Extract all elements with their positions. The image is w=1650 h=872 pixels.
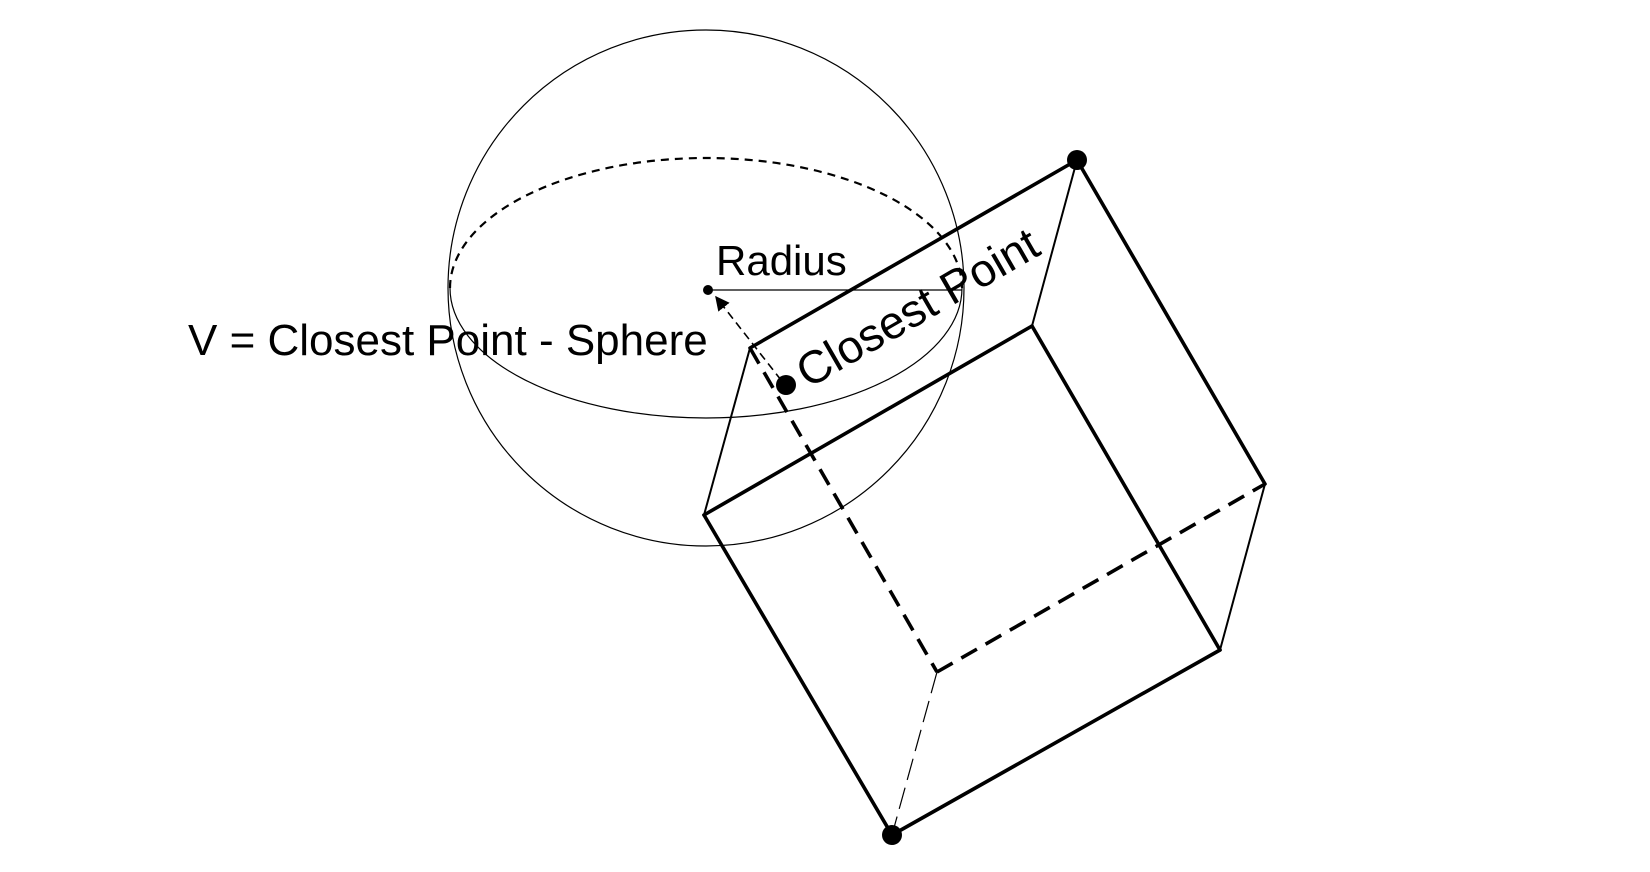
- radius-label: Radius: [716, 237, 847, 284]
- box-edge-bottom-1: [890, 648, 1222, 837]
- box-hidden-edge-2: [936, 482, 1266, 674]
- vector-formula-label: V = Closest Point - Sphere: [188, 316, 708, 365]
- box-edge-bottom-2: [1219, 483, 1266, 651]
- box-hidden-edge-3: [891, 671, 938, 836]
- box-edge-top-4: [703, 347, 751, 516]
- sphere-equator-front: [449, 287, 963, 419]
- sphere-center-dot: [703, 285, 713, 295]
- box-edge-top-3: [702, 324, 1034, 517]
- box-edge-side-2: [1030, 324, 1222, 652]
- box-hidden-edge-1: [748, 347, 939, 673]
- box-corner-bottom-dot: [882, 825, 902, 845]
- box-edge-side-1: [1075, 158, 1267, 486]
- closest-point-dot: [776, 375, 796, 395]
- vector-arrow: [715, 295, 782, 381]
- box: [702, 150, 1267, 845]
- box-corner-top-dot: [1067, 150, 1087, 170]
- sphere-outline: [447, 29, 965, 547]
- box-edge-side-3: [702, 513, 894, 837]
- sphere: [447, 29, 965, 547]
- box-edge-top-1: [748, 158, 1079, 350]
- sphere-equator-back: [448, 156, 964, 289]
- box-edge-top-2: [1031, 159, 1078, 327]
